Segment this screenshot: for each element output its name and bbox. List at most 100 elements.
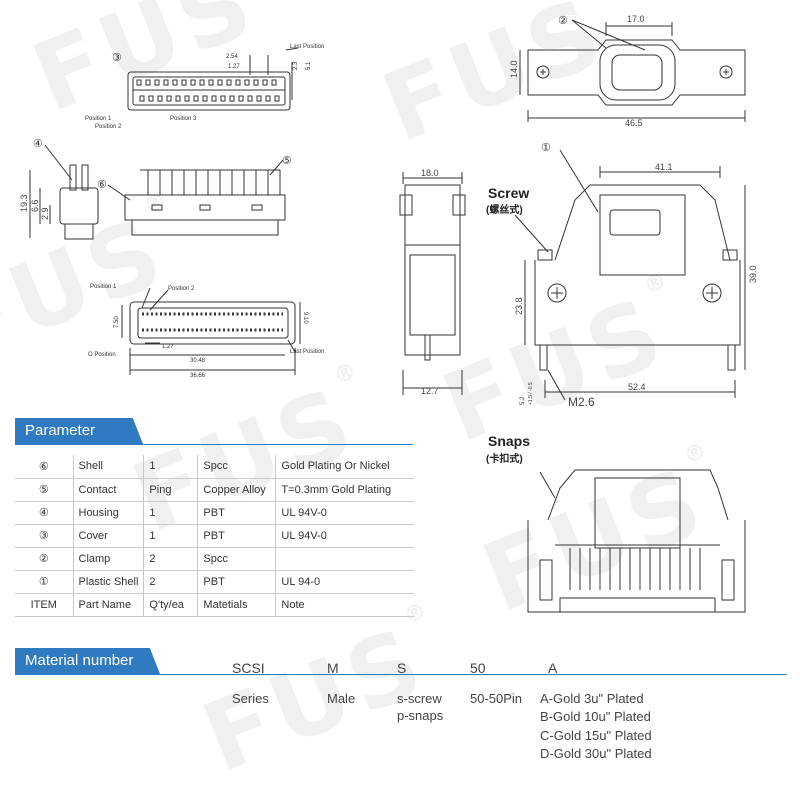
table-cell-qty: 1	[143, 501, 198, 525]
label-position-1: Position 1	[85, 116, 112, 122]
dim-6-6: 6.6	[30, 199, 40, 212]
table-cell-note: UL 94-0	[275, 570, 414, 594]
top-view-clamp	[519, 19, 746, 122]
table-cell-mat: Spcc	[197, 547, 276, 571]
table-cell-n: ④	[15, 501, 73, 525]
dim-41-1: 41.1	[655, 162, 673, 172]
callout-1: ①	[541, 142, 551, 154]
pcb-footprint	[121, 287, 301, 375]
table-cell-n: ITEM	[15, 593, 73, 617]
dim-1-27-pcb: 1.27	[162, 344, 174, 350]
label-snaps: Snaps	[488, 433, 531, 449]
code-50: 50	[470, 660, 486, 676]
dim-18-0: 18.0	[421, 168, 439, 178]
label-screw-cn: (螺丝式)	[486, 203, 523, 216]
label-position-2: Position 2	[95, 124, 122, 130]
plating-c: C-Gold 15u" Plated	[540, 728, 652, 743]
table-cell-qty: 2	[143, 570, 198, 594]
dim-2-9: 2.9	[40, 207, 50, 220]
callout-6: ⑥	[97, 179, 107, 191]
plating-d: D-Gold 30u" Plated	[540, 746, 652, 761]
parameter-header: Parameter	[15, 418, 143, 444]
table-cell-mat: Copper Alloy	[197, 478, 276, 502]
label-o-position: O Position	[88, 352, 116, 358]
desc-snaps: p-snaps	[397, 708, 444, 723]
table-cell-note: UL 94V-0	[275, 524, 414, 548]
desc-series: Series	[232, 691, 269, 706]
dim-19-3: 19.3	[19, 194, 29, 212]
code-a: A	[548, 660, 558, 676]
label-snaps-cn: (卡扣式)	[486, 454, 523, 465]
dim-5-2: 5.2	[520, 396, 526, 405]
code-scsi: SCSI	[232, 660, 265, 676]
dim-39-0: 39.0	[748, 265, 758, 283]
dim-14-0: 14.0	[509, 60, 519, 78]
code-s: S	[397, 660, 407, 676]
label-m2-6: M2.6	[568, 395, 595, 409]
table-cell-note: Note	[275, 593, 414, 617]
material-header: Material number	[15, 648, 160, 674]
dim-17-0: 17.0	[627, 14, 645, 24]
dim-30-48: 30.48	[190, 358, 206, 364]
table-cell-note: T=0.3mm Gold Plating	[275, 478, 414, 502]
table-cell-mat: PBT	[197, 570, 276, 594]
label-pcb-position-1: Position 1	[90, 284, 117, 290]
table-cell-qty: Q'ty/ea	[143, 593, 198, 617]
table-cell-qty: 2	[143, 547, 198, 571]
callout-2: ②	[558, 15, 568, 27]
table-cell-n: ①	[15, 570, 73, 594]
code-m: M	[327, 660, 339, 676]
divider	[15, 674, 787, 675]
table-cell-part: Cover	[72, 524, 144, 548]
table-cell-n: ③	[15, 524, 73, 548]
table-cell-qty: 1	[143, 524, 198, 548]
table-cell-part: Part Name	[72, 593, 144, 617]
label-screw: Screw	[488, 185, 529, 201]
desc-screw: s-screw	[397, 691, 442, 706]
front-view-connector	[127, 47, 299, 111]
plating-a: A-Gold 3u" Plated	[540, 691, 644, 706]
dim-12-7: 12.7	[421, 386, 439, 396]
table-cell-n: ⑥	[15, 455, 73, 479]
dim-7-50: 7.50	[114, 316, 120, 328]
table-cell-mat: Matetials	[197, 593, 276, 617]
table-cell-part: Shell	[72, 455, 144, 479]
callout-3: ③	[112, 52, 122, 64]
table-cell-mat: PBT	[197, 501, 276, 525]
dim-2-3: 2.3	[293, 61, 299, 70]
plating-b: B-Gold 10u" Plated	[540, 709, 651, 724]
table-cell-note: Gold Plating Or Nickel	[275, 455, 414, 479]
table-cell-qty: Ping	[143, 478, 198, 502]
dim-46-5: 46.5	[625, 118, 643, 128]
dim-tolerance: +1.5 / -0.5	[528, 382, 534, 405]
label-position-3: Position 3	[170, 116, 197, 122]
table-cell-mat: PBT	[197, 524, 276, 548]
label-last-position: Last Position	[290, 44, 324, 50]
table-cell-note: UL 94V-0	[275, 501, 414, 525]
technical-drawing: ③ ② ④ ⑤ ⑥ ① 2.54 1.27 Last Position 2.3 …	[19, 14, 758, 409]
table-cell-part: Housing	[72, 501, 144, 525]
desc-male: Male	[327, 691, 356, 706]
dim-36-66: 36.66	[190, 373, 206, 379]
dim-52-4: 52.4	[628, 382, 646, 392]
desc-pins: 50-50Pin	[470, 691, 523, 706]
dim-23-8: 23.8	[514, 297, 524, 315]
table-cell-part: Clamp	[72, 547, 144, 571]
snaps-drawing	[527, 469, 746, 613]
table-cell-mat: Spcc	[197, 455, 276, 479]
callout-4: ④	[33, 138, 43, 150]
table-cell-n: ⑤	[15, 478, 73, 502]
table-cell-n: ②	[15, 547, 73, 571]
dim-5-1: 5.1	[306, 61, 312, 70]
label-pcb-last-position: Last Position	[290, 349, 324, 355]
divider	[15, 444, 413, 445]
front-view-screw	[514, 149, 746, 401]
side-view-housing	[29, 144, 99, 240]
label-pcb-position-2: Position 2	[168, 286, 195, 292]
